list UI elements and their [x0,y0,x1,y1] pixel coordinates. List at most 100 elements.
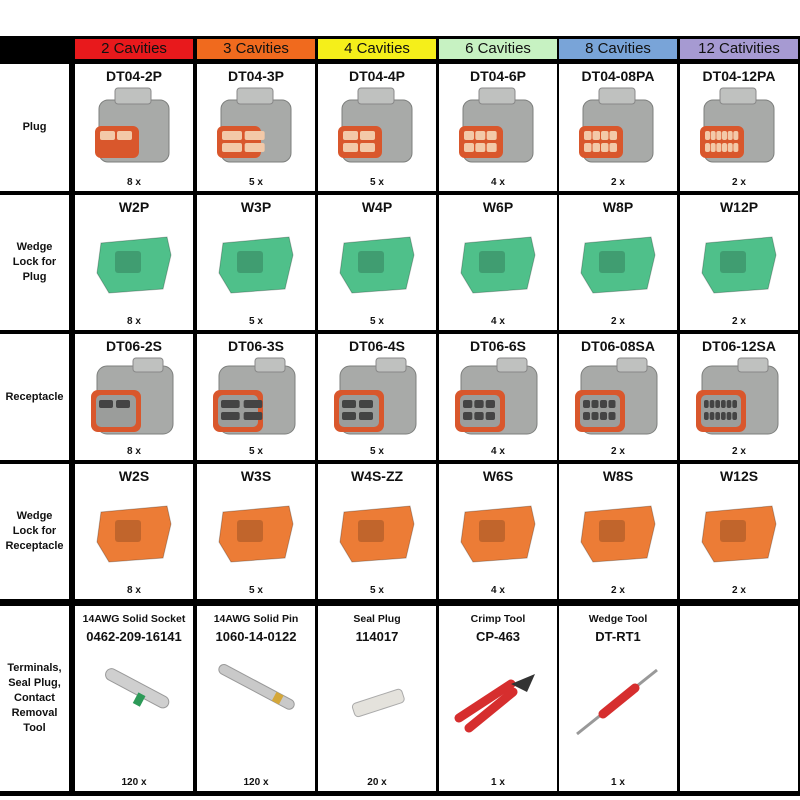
part-number: DT06-3S [227,338,285,354]
quantity-label: 2 x [611,585,625,596]
column-header: 6 Cavities [439,39,557,59]
quantity-label: 1 x [491,777,505,788]
part-number: 0462-209-16141 [86,629,182,644]
quantity-label: 2 x [611,316,625,327]
product-cell: W8P 2 x [559,195,677,330]
wedge-lock-plug-8-icon [580,236,656,294]
part-number: W3P [240,199,272,215]
product-cell: W3P 5 x [197,195,315,330]
part-number: W8P [602,199,634,215]
quantity-label: 2 x [732,585,746,596]
solid-socket-terminal-icon [105,668,170,709]
product-cell: W12S 2 x [680,464,798,599]
product-cell: DT06-08SA 2 x [559,334,677,460]
quantity-label: 5 x [249,446,263,457]
receptacle-2-cavity-icon [91,357,174,435]
part-number: DT04-12PA [702,68,776,84]
wedge-lock-receptacle-4-icon [339,505,415,563]
product-cell [680,606,798,791]
part-number: W4S-ZZ [350,468,404,484]
wedge-lock-receptacle-3-icon [218,505,294,563]
row-label: Terminals, Seal Plug, Contact Removal To… [0,606,69,791]
column-header: 2 Cavities [75,39,193,59]
wedge-tool-icon [576,668,658,736]
row-label-text: Receptacle [5,390,64,403]
part-number: W8S [602,468,634,484]
quantity-label: 5 x [249,316,263,327]
receptacle-3-cavity-icon [213,357,296,435]
crimp-tool-icon [454,674,535,733]
plug-6-cavity-icon [459,87,534,163]
quantity-label: 4 x [491,585,505,596]
wedge-lock-plug-4-icon [339,236,415,294]
row-label: Receptacle [0,334,69,460]
quantity-label: 4 x [491,446,505,457]
part-number: CP-463 [475,629,521,644]
quantity-label: 2 x [611,177,625,188]
plug-3-cavity-icon [217,87,292,163]
row-label-text: Wedge Lock for Receptacle [5,510,64,552]
quantity-label: 8 x [127,446,141,457]
product-cell: DT06-3S 5 x [197,334,315,460]
part-number: DT04-2P [105,68,163,84]
wedge-lock-plug-3-icon [218,236,294,294]
part-number: W12S [719,468,759,484]
part-number: DT-RT1 [595,629,641,644]
quantity-label: 4 x [491,177,505,188]
item-description: 14AWG Solid Socket [82,613,186,625]
product-cell: W8S 2 x [559,464,677,599]
part-number: DT04-6P [469,68,527,84]
wedge-lock-receptacle-12-icon [701,505,777,563]
quantity-label: 2 x [611,446,625,457]
part-number: DT04-08PA [581,68,655,84]
wedge-lock-plug-6-icon [460,236,536,294]
plug-12-cavity-icon [700,87,775,163]
part-number: W2P [118,199,150,215]
plug-8-cavity-icon [579,87,654,163]
wedge-lock-receptacle-8-icon [580,505,656,563]
part-number: DT04-4P [348,68,406,84]
product-cell: W2S 8 x [75,464,193,599]
receptacle-4-cavity-icon [334,357,417,435]
quantity-label: 8 x [127,177,141,188]
part-number: W2S [118,468,150,484]
row-label: Wedge Lock for Receptacle [0,464,69,599]
solid-pin-terminal-icon [218,664,295,710]
row-label: Wedge Lock for Plug [0,195,69,330]
wedge-lock-plug-12-icon [701,236,777,294]
row-label-text: Plug [22,121,47,133]
receptacle-8-cavity-icon [575,357,658,435]
column-header: 12 Cativities [680,39,798,59]
row-label-text: Wedge Lock for Plug [12,241,57,283]
part-number: W6P [482,199,514,215]
part-number: DT06-08SA [581,338,655,354]
quantity-label: 5 x [370,316,384,327]
column-header: 3 Cavities [197,39,315,59]
receptacle-6-cavity-icon [455,357,538,435]
item-description: 14AWG Solid Pin [213,613,299,625]
item-description: Seal Plug [353,613,401,625]
quantity-label: 4 x [491,316,505,327]
quantity-label: 8 x [127,585,141,596]
part-number: DT06-4S [348,338,406,354]
product-cell: W6P 4 x [439,195,557,330]
wedge-lock-receptacle-2-icon [96,505,172,563]
empty-cell [680,606,798,791]
row-label: Plug [0,64,69,191]
receptacle-12-cavity-icon [696,357,779,435]
column-header: 4 Cavities [318,39,436,59]
quantity-label: 120 x [121,777,147,788]
